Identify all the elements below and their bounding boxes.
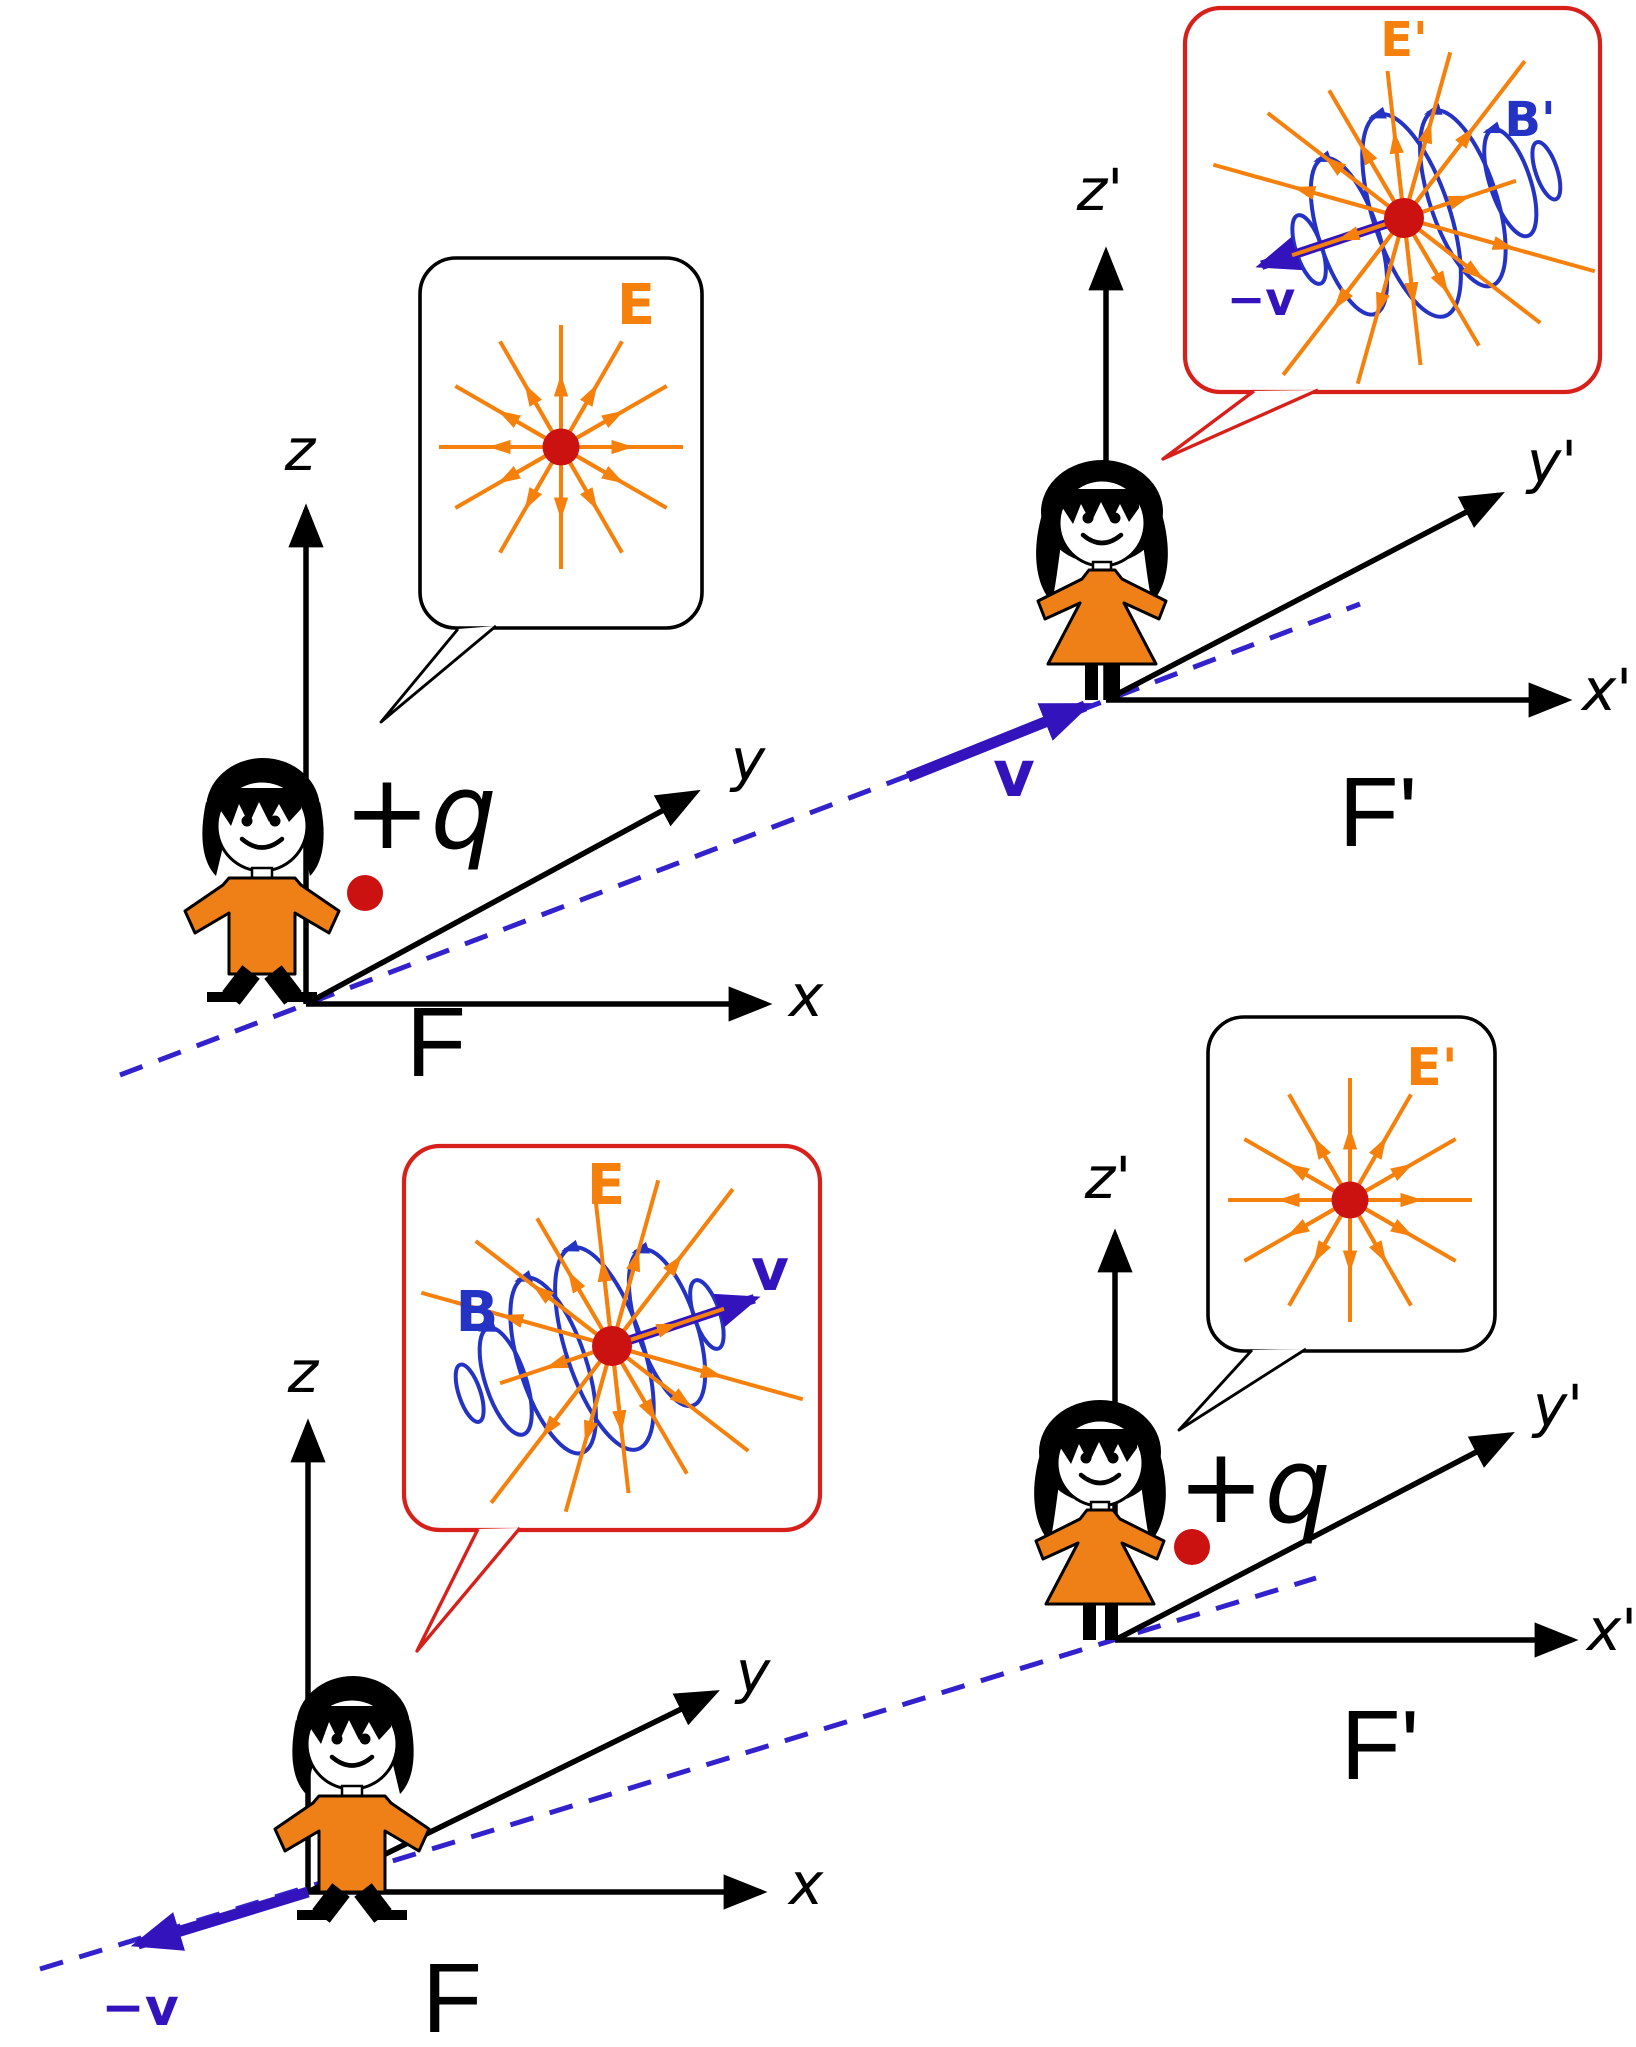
observer-boy-frame-F-top [185,758,339,1002]
observer-boy-frame-F-bottom [275,1676,429,1920]
observer-girl-frame-Fprime-bottom [1034,1400,1166,1640]
bubble-Eprime-Bprime-frame-Fprime [1161,5,1603,461]
bubble-E-rest-frame-F [379,256,704,724]
bubble-E-B-frame-F [401,1143,823,1653]
field-speech-bubbles [379,5,1603,1653]
velocity-arrows [130,700,1093,1951]
observer-girl-frame-Fprime-top [1036,460,1168,700]
bubble-Eprime-rest-frame-Fprime [1177,1015,1497,1432]
